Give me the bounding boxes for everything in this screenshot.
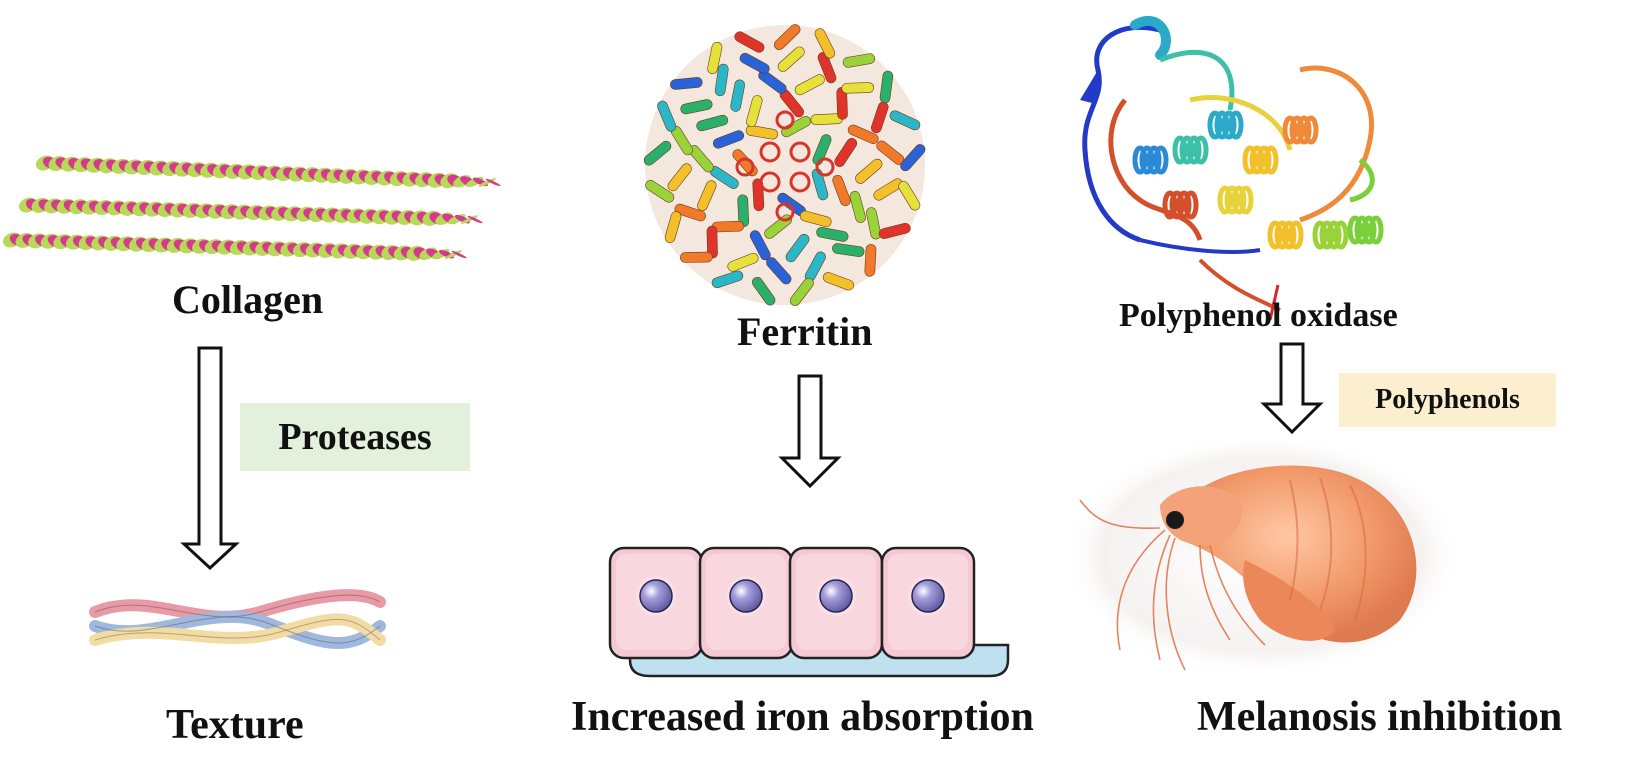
proteases-badge: Proteases [240,403,470,471]
ppo-title: Polyphenol oxidase [1119,297,1398,334]
ferritin-cage-icon [643,24,926,306]
ppo-protein-ribbon-icon [1080,15,1384,321]
texture-label: Texture [166,702,304,748]
hollow-down-arrow-icon [180,342,1324,571]
ferritin-title: Ferritin [737,309,873,354]
arrow-ppo [1260,342,1324,435]
collagen-fibril-icon [89,589,386,649]
collagen-title: Collagen [172,277,324,322]
epithelial-cells-icon [608,546,1010,678]
arrow-collagen [180,346,240,571]
collagen-triple-helix-icon [2,155,501,261]
arrow-ferritin [778,374,842,489]
melanosis-inhibition-label: Melanosis inhibition [1197,694,1563,740]
polyphenols-badge: Polyphenols [1339,373,1556,427]
shrimp-photo-icon [1062,433,1462,677]
iron-absorption-label: Increased iron absorption [571,694,1034,740]
